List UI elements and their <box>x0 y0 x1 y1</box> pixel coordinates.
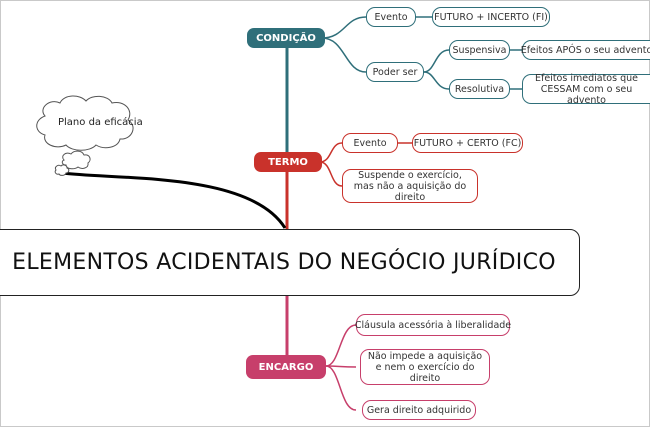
encargo-item-2[interactable]: Não impede a aquisição e nem o exercício… <box>360 349 490 385</box>
condicao-poder-ser[interactable]: Poder ser <box>366 62 424 82</box>
condicao-evento[interactable]: Evento <box>366 7 416 27</box>
branch-termo[interactable]: TERMO <box>254 152 322 172</box>
termo-suspende[interactable]: Suspende o exercício, mas não a aquisiçã… <box>342 169 478 203</box>
condicao-evento-detail[interactable]: FUTURO + INCERTO (FI) <box>432 7 550 27</box>
termo-evento-detail[interactable]: FUTURO + CERTO (FC) <box>412 133 523 153</box>
thought-cloud-icon <box>36 95 134 176</box>
main-title: ELEMENTOS ACIDENTAIS DO NEGÓCIO JURÍDICO <box>0 229 580 296</box>
termo-evento[interactable]: Evento <box>342 133 398 153</box>
encargo-item-1[interactable]: Cláusula acessória à liberalidade <box>355 314 511 336</box>
condicao-resolutiva[interactable]: Resolutiva <box>449 79 510 99</box>
condicao-suspensiva[interactable]: Suspensiva <box>449 40 510 60</box>
branch-encargo[interactable]: ENCARGO <box>246 355 326 379</box>
condicao-suspensiva-detail[interactable]: Efeitos APÓS o seu advento <box>521 40 650 60</box>
callout-plano-da-eficacia: Plano da eficácia <box>58 117 143 128</box>
callout-connector <box>61 171 287 229</box>
encargo-item-3[interactable]: Gera direito adquirido <box>362 400 476 420</box>
condicao-resolutiva-detail[interactable]: Efeitos imediatos que CESSAM com o seu a… <box>522 73 650 106</box>
branch-condicao[interactable]: CONDIÇÃO <box>247 28 325 48</box>
